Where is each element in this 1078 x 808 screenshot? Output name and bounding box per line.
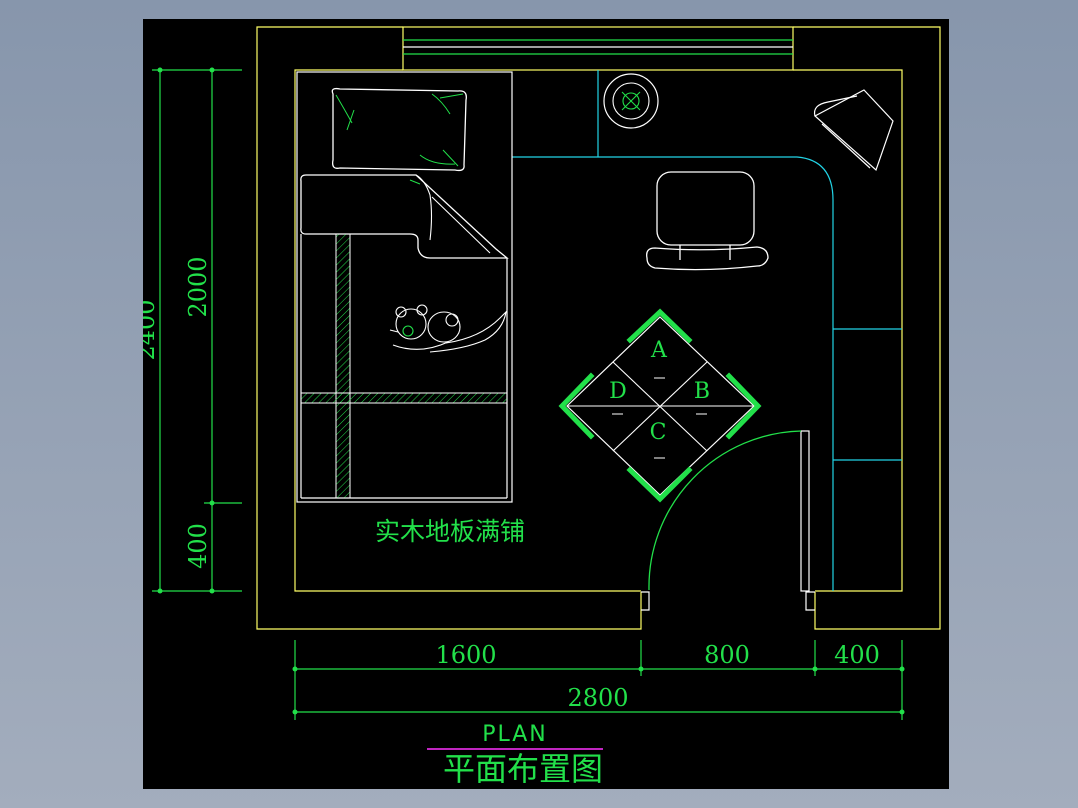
elevation-marker: A B C D: [558, 308, 762, 503]
hatched-strips: [300, 233, 508, 499]
elevation-label-c: C: [650, 420, 667, 445]
cad-drawing-canvas: A B C D 实木地板满铺 1600 800 400 2800: [143, 19, 949, 789]
plan-title-en: PLAN: [482, 722, 548, 747]
elevation-label-b: B: [694, 379, 710, 404]
teddy-bear-icon: [389, 304, 507, 353]
window: [402, 26, 794, 71]
lamp-icon: [603, 73, 659, 129]
bed-frame: [296, 71, 513, 503]
dim-2000: 2000: [184, 256, 212, 317]
bed: [296, 71, 513, 503]
chair: [646, 171, 769, 271]
dim-800: 800: [704, 641, 750, 669]
elevation-label-a: A: [650, 338, 668, 363]
pillow: [331, 87, 467, 172]
dim-2800: 2800: [567, 684, 628, 712]
floor-plan-svg: A B C D 实木地板满铺 1600 800 400 2800: [143, 26, 941, 788]
plan-title-cn: 平面布置图: [443, 750, 603, 788]
left-dimensions: [152, 67, 242, 594]
bottom-dimensions: [292, 640, 905, 720]
inner-wall-line: [294, 69, 903, 592]
floor-note: 实木地板满铺: [375, 517, 525, 546]
walls: [256, 26, 941, 630]
dim-1600: 1600: [435, 641, 496, 669]
desk-lamp-icon: [813, 89, 894, 172]
dim-2400: 2400: [143, 299, 160, 360]
outer-wall-line: [256, 26, 941, 630]
blanket-fold: [300, 174, 509, 259]
dim-400-bottom: 400: [834, 641, 880, 669]
cabinet: [512, 70, 902, 591]
elevation-label-d: D: [609, 379, 627, 404]
door: [641, 430, 815, 611]
dim-400-left: 400: [184, 523, 212, 569]
